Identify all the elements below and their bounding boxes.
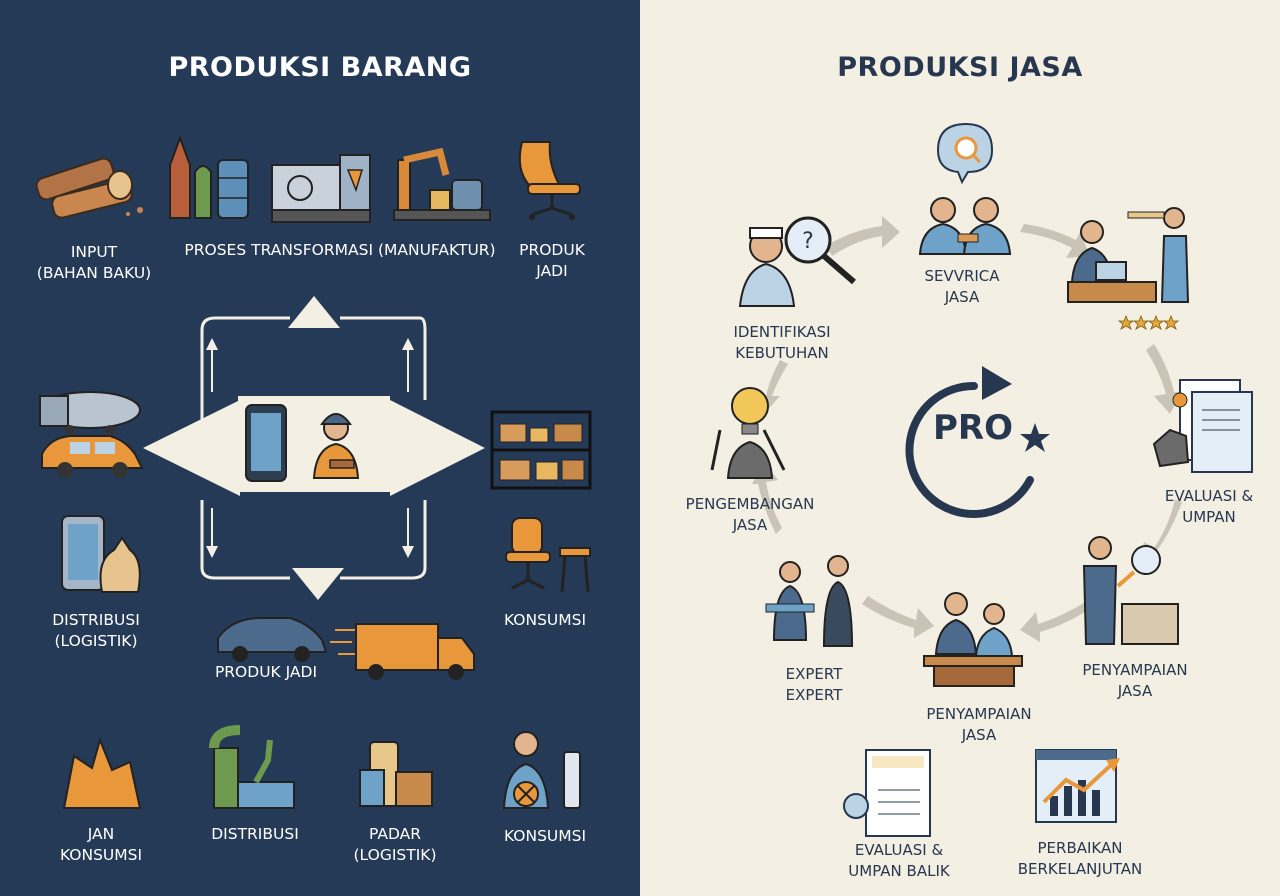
label-produk-jadi-bottom: PRODUK JADI <box>214 663 318 681</box>
sedan-car-icon <box>217 617 328 662</box>
desk-presenter-icon <box>1067 207 1190 303</box>
raw-materials-sacks-icon <box>62 736 142 809</box>
wood-logs-icon <box>35 157 143 219</box>
label-identifikasi: IDENTIFIKASI KEBUTUHAN <box>733 323 831 362</box>
right-panel-produksi-jasa: PRODUKSI JASA <box>640 0 1280 896</box>
label-evaluasi-balik: EVALUASI & UMPAN BALIK <box>848 841 950 880</box>
left-illustrations <box>35 135 592 809</box>
left-title: PRODUKSI BARANG <box>168 52 472 83</box>
robot-arm-icon <box>393 147 491 221</box>
delivery-truck-icon <box>330 623 475 680</box>
center-pro-text: PRO <box>932 408 1013 448</box>
label-penyampaian-right: PENYAMPAIAN JASA <box>1082 661 1188 700</box>
consumer-tools-icon <box>502 731 581 809</box>
right-illustrations: ? <box>710 122 1253 837</box>
doctor-magnifier-icon: ? <box>738 216 856 307</box>
label-penyampaian-center: PENYAMPAIAN JASA <box>926 705 1032 744</box>
phone-and-sack-icon <box>61 515 141 593</box>
service-team-icon <box>918 197 1012 255</box>
chat-search-icon <box>936 122 994 185</box>
worker-icon <box>312 413 360 479</box>
car-icon <box>41 435 144 478</box>
rating-stars-icon <box>1117 314 1180 330</box>
factory-machine-icon <box>271 154 371 223</box>
documents-report-icon <box>1152 379 1253 473</box>
label-servica-jasa: SEVVRICA JASA <box>924 267 1000 306</box>
storage-boxes-icon <box>359 741 433 807</box>
label-konsumsi-bottom: KONSUMSI <box>503 827 587 845</box>
label-evaluasi-umpan: EVALUASI & UMPAN <box>1164 487 1254 526</box>
label-padar-logistik: PADAR (LOGISTIK) <box>353 825 437 864</box>
feedback-form-icon <box>843 749 931 837</box>
factory-pipe-icon <box>209 725 295 809</box>
label-distribusi: DISTRIBUSI <box>211 825 299 843</box>
svg-text:?: ? <box>802 229 814 254</box>
lightbulb-idea-icon <box>710 387 786 479</box>
chair-and-stool-icon <box>505 517 591 593</box>
label-jan-konsumsi: JAN KONSUMSI <box>59 825 143 864</box>
label-produk-jadi-top: PRODUK JADI <box>519 241 585 280</box>
expert-pair-icon <box>765 555 854 647</box>
smartphone-icon <box>245 404 287 482</box>
flow-cycle-frame <box>143 296 485 600</box>
left-panel-produksi-barang: PRODUKSI BARANG <box>0 0 640 896</box>
right-title: PRODUKSI JASA <box>837 52 1083 83</box>
label-pengembangan: PENGEMBANGAN JASA <box>685 495 815 534</box>
pro-cycle-icon <box>905 366 1050 518</box>
label-distribusi-logistik: DISTRIBUSI (LOGISTIK) <box>52 611 140 650</box>
label-input: INPUT (BAHAN BAKU) <box>36 243 152 282</box>
warehouse-shelf-icon <box>490 410 592 490</box>
growth-chart-icon <box>1035 749 1120 823</box>
raw-materials-icon <box>169 135 249 219</box>
label-expert: EXPERT EXPERT <box>785 665 843 704</box>
label-konsumsi-mid: KONSUMSI <box>503 611 587 629</box>
office-chair-icon <box>518 141 581 220</box>
label-proses: PROSES TRANSFORMASI (MANUFAKTUR) <box>184 241 496 259</box>
tanker-truck-icon <box>39 391 141 435</box>
label-perbaikan: PERBAIKAN BERKELANJUTAN <box>1017 839 1143 878</box>
meeting-desk-icon <box>923 592 1023 687</box>
presenter-desk-icon <box>1082 536 1179 645</box>
